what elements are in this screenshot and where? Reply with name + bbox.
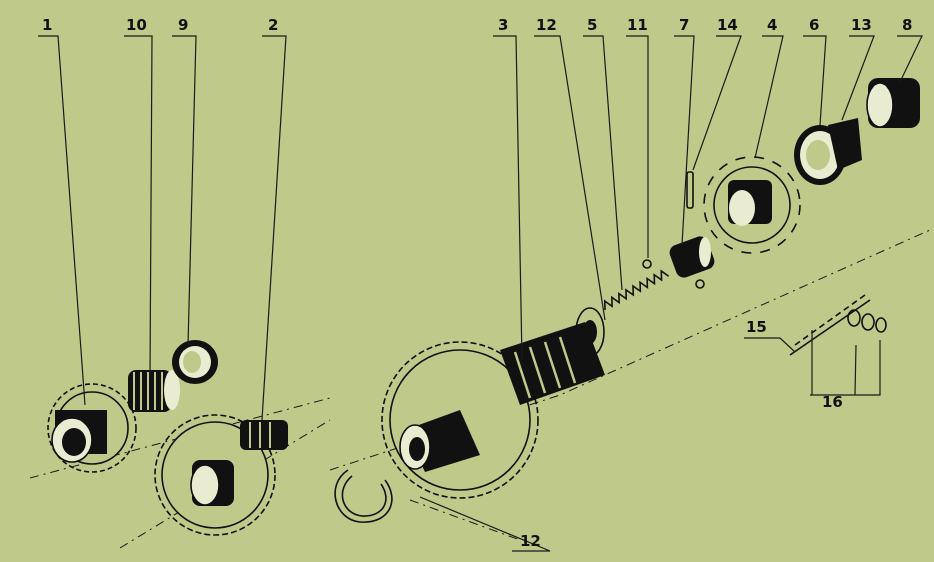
callout-10: 10 [126, 16, 147, 34]
callout-7: 7 [679, 16, 689, 34]
callout-12-top: 12 [536, 16, 557, 34]
callout-12-bottom: 12 [520, 532, 541, 550]
part-9-washer [172, 340, 218, 384]
part-8-bearing [866, 78, 920, 128]
callout-14: 14 [717, 16, 738, 34]
part-11-ball [642, 259, 652, 269]
callout-2: 2 [268, 16, 278, 34]
callout-13: 13 [851, 16, 872, 34]
part-10-splined-bush [128, 370, 180, 412]
leader-lines [38, 35, 923, 552]
part-14-pin [686, 171, 694, 209]
callout-8: 8 [902, 16, 912, 34]
callout-6: 6 [809, 16, 819, 34]
part-2-large-gear [154, 414, 288, 536]
callout-15: 15 [746, 318, 767, 336]
callout-5: 5 [587, 16, 597, 34]
callout-4: 4 [767, 16, 777, 34]
callout-1: 1 [42, 16, 52, 34]
callout-3: 3 [498, 16, 508, 34]
callout-labels: 1 10 9 2 3 12 5 11 7 14 4 6 13 8 15 16 1… [42, 16, 912, 550]
part-4-sprocket [703, 156, 801, 254]
callout-11: 11 [627, 16, 648, 34]
part-12-circlip [334, 469, 393, 523]
part-7-sleeve [669, 236, 715, 289]
parts-15-16-chain [789, 294, 887, 356]
callout-16: 16 [822, 393, 843, 411]
part-13-seal [828, 118, 862, 170]
part-5-spring [603, 269, 670, 311]
callout-9: 9 [178, 16, 188, 34]
part-1-small-gear [47, 383, 137, 473]
part-3-gear-shaft [381, 307, 605, 499]
